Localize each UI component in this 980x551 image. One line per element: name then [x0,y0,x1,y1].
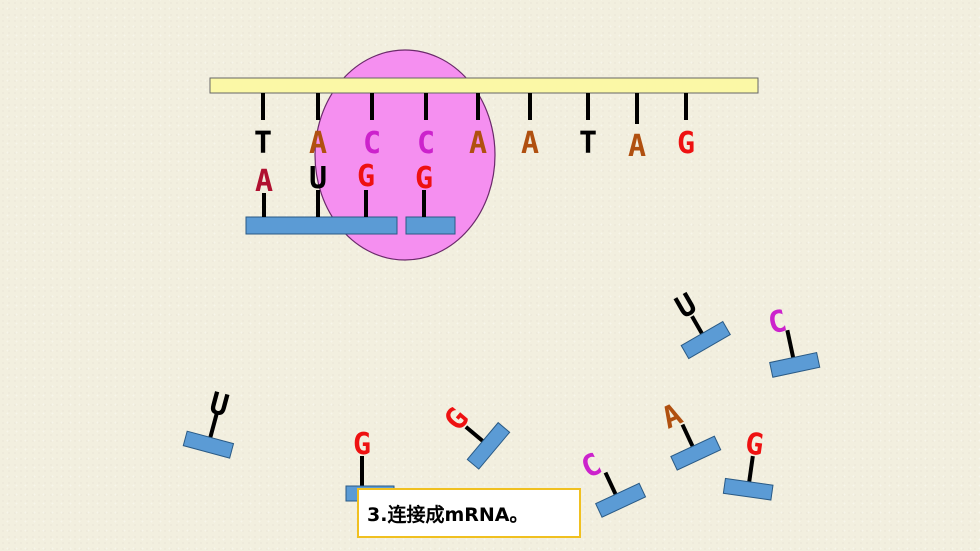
free-base: C [765,304,790,342]
dna-base: G [677,126,695,161]
dna-base: T [254,126,272,161]
rna-base-sticks [262,190,426,217]
free-base: A [657,397,688,436]
dna-base: A [521,126,539,161]
dna-base: T [579,126,597,161]
free-nucleotide: C [576,447,647,518]
step-caption-text: 3.连接成mRNA。 [367,503,529,526]
dna-base-sticks [261,93,688,124]
free-base: U [670,287,703,326]
rna-backbone-block [405,216,456,235]
free-base: C [576,447,607,486]
dna-base: A [469,126,487,161]
rna-backbone-block [245,216,398,235]
free-base: G [353,427,371,462]
free-nucleotide: A [657,397,722,471]
rna-base: U [309,161,327,196]
dna-base: C [417,126,435,161]
free-nucleotide: G [438,401,511,470]
rna-polymerase [314,49,496,261]
free-nucleotide: U [182,386,235,459]
free-base: G [743,426,766,463]
dna-base: A [628,129,646,164]
rna-base: A [255,164,273,199]
dna-base: C [363,126,381,161]
rna-base: G [415,161,433,196]
dna-base: A [309,126,327,161]
dna-template-strand [209,77,759,94]
free-nucleotide: U [670,287,731,360]
free-nucleotide: G [722,426,774,501]
rna-base: G [357,159,375,194]
free-nucleotide: C [765,304,821,378]
step-caption: 3.连接成mRNA。 [357,488,581,538]
free-base: U [206,386,233,424]
